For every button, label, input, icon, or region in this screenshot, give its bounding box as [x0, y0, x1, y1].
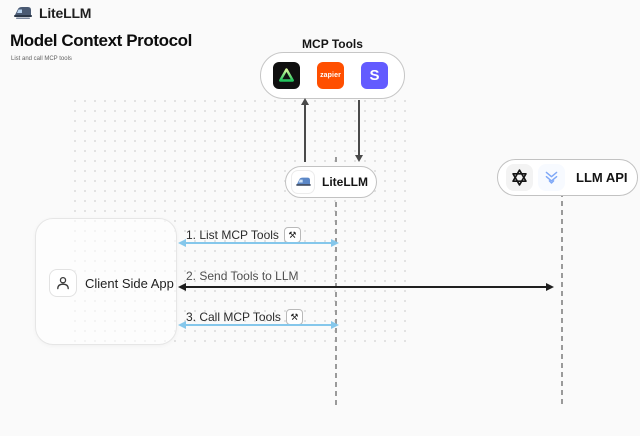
- openai-icon: [506, 164, 533, 191]
- arrow-line: [183, 324, 334, 326]
- client-side-app-node: Client Side App: [35, 218, 177, 345]
- app-brand-label: LiteLLM: [39, 5, 92, 21]
- arrowhead-left: [178, 238, 186, 247]
- arrowhead-right: [331, 320, 339, 329]
- zapier-icon-label: zapier: [320, 72, 341, 79]
- litellm-lifeline: [335, 157, 337, 408]
- tools-icon: ⚒: [285, 309, 303, 325]
- litellm-node-label: LiteLLM: [322, 175, 368, 189]
- llm-api-lifeline: [561, 192, 563, 408]
- user-icon: [49, 269, 77, 297]
- message-2-arrow: [178, 282, 554, 291]
- arrow-mcp-to-litellm: [354, 100, 363, 162]
- llm-provider-icon: [538, 164, 565, 191]
- page-title: Model Context Protocol: [10, 31, 192, 50]
- s-tool-icon: S: [361, 62, 388, 89]
- mcp-tools-label: MCP Tools: [302, 37, 363, 51]
- message-3-arrow: [178, 320, 339, 329]
- tools-icon: ⚒: [283, 227, 301, 243]
- message-2-text: 2. Send Tools to LLM: [186, 269, 299, 283]
- arrowhead-down: [354, 155, 363, 162]
- arrowhead-left: [178, 282, 186, 291]
- llm-api-node-label: LLM API: [576, 170, 628, 185]
- app-brand[interactable]: LiteLLM: [13, 5, 91, 21]
- llm-api-node: LLM API: [497, 159, 638, 196]
- litellm-logo-icon: [14, 7, 32, 19]
- litellm-train-icon: [291, 170, 315, 194]
- arrow-litellm-to-mcp: [300, 98, 309, 162]
- arrowhead-left: [178, 320, 186, 329]
- message-2-label: 2. Send Tools to LLM: [186, 269, 299, 283]
- arrowhead-right: [331, 238, 339, 247]
- arrow-line: [183, 286, 549, 288]
- s-icon-label: S: [369, 67, 380, 84]
- message-1-arrow: [178, 238, 339, 247]
- client-side-app-label: Client Side App: [85, 276, 174, 291]
- litellm-node: LiteLLM: [285, 166, 377, 198]
- triangle-tool-icon: [273, 62, 300, 89]
- message-1-text: 1. List MCP Tools: [186, 228, 279, 242]
- message-1-label: 1. List MCP Tools ⚒: [186, 227, 301, 243]
- arrow-line: [183, 242, 334, 244]
- page-subtitle: List and call MCP tools: [11, 56, 72, 62]
- mcp-tools-box: zapier S: [260, 52, 405, 99]
- message-3-label: 3. Call MCP Tools ⚒: [186, 309, 303, 325]
- zapier-icon: zapier: [317, 62, 344, 89]
- message-3-text: 3. Call MCP Tools: [186, 310, 281, 324]
- arrowhead-up: [300, 98, 309, 105]
- arrowhead-right: [546, 282, 554, 291]
